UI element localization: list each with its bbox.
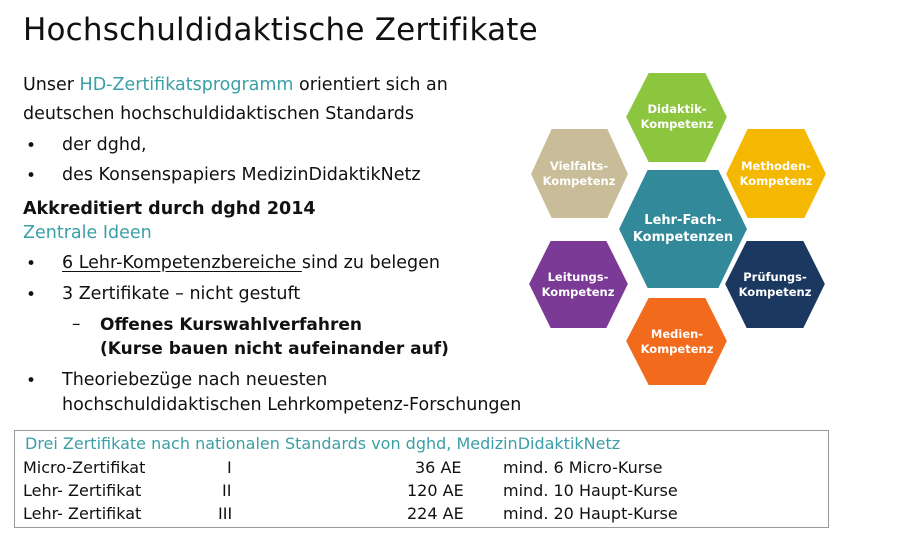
label-didaktik-kompetenz: Didaktik-Kompetenz bbox=[641, 102, 714, 132]
label-line: Kompetenzen bbox=[632, 230, 734, 245]
table-row: Lehr- Zertifikat III 224 AE mind. 20 Hau… bbox=[15, 504, 828, 526]
sub-item-open-selection-note: (Kurse bauen nicht aufeinander auf) bbox=[100, 339, 449, 359]
certificate-name: Micro-Zertifikat bbox=[23, 458, 146, 477]
bullet-icon: • bbox=[26, 254, 37, 274]
certificate-hours: 224 AE bbox=[407, 504, 464, 523]
label-line: Prüfungs- bbox=[743, 270, 807, 284]
label-lehr-fach-kompetenzen: Lehr-Fach- Kompetenzen bbox=[633, 212, 733, 246]
bullet-icon: • bbox=[26, 166, 37, 186]
label-line: Vielfalts- bbox=[549, 159, 609, 173]
label-line: Leitungs- bbox=[547, 270, 609, 284]
label-line: Kompetenz bbox=[738, 285, 812, 299]
certificate-hours: 36 AE bbox=[415, 458, 462, 477]
certificate-minimum: mind. 6 Micro-Kurse bbox=[503, 458, 663, 477]
label-medien-kompetenz: Medien-Kompetenz bbox=[641, 327, 714, 357]
competence-areas-rest: sind zu belegen bbox=[301, 253, 440, 273]
sub-item-open-selection: Offenes Kurswahlverfahren bbox=[100, 315, 362, 335]
idea-item-theory-line-2: hochschuldidaktischen Lehrkompetenz-Fors… bbox=[62, 395, 522, 415]
label-line: Lehr-Fach- bbox=[644, 213, 722, 228]
label-methoden-kompetenz: Methoden-Kompetenz bbox=[740, 159, 813, 189]
idea-item-certificates: 3 Zertifikate – nicht gestuft bbox=[62, 284, 301, 304]
label-vielfalts-kompetenz: Vielfalts-Kompetenz bbox=[543, 159, 616, 189]
hex-lehr-fach-kompetenzen bbox=[616, 168, 750, 290]
ideas-heading: Zentrale Ideen bbox=[23, 223, 152, 243]
page-title: Hochschuldidaktische Zertifikate bbox=[23, 12, 538, 48]
intro-line-2: deutschen hochschuldidaktischen Standard… bbox=[23, 104, 415, 124]
program-link[interactable]: HD-Zertifikatsprogramm bbox=[79, 75, 294, 95]
hex-medien-kompetenz bbox=[623, 296, 730, 387]
intro-suffix: orientiert sich an bbox=[293, 75, 448, 95]
hex-didaktik-kompetenz bbox=[623, 71, 730, 164]
standard-item-dghd: der dghd, bbox=[62, 135, 147, 155]
certificate-table-heading: Drei Zertifikate nach nationalen Standar… bbox=[25, 434, 621, 453]
table-row: Micro-Zertifikat I 36 AE mind. 6 Micro-K… bbox=[15, 458, 828, 480]
label-line: Kompetenz bbox=[640, 342, 714, 356]
bullet-icon: • bbox=[26, 285, 37, 305]
certificate-level: I bbox=[227, 458, 232, 477]
certificate-hours: 120 AE bbox=[407, 481, 464, 500]
intro-line-1: Unser HD-Zertifikatsprogramm orientiert … bbox=[23, 72, 448, 98]
label-pruefungs-kompetenz: Prüfungs-Kompetenz bbox=[739, 270, 812, 300]
hex-leitungs-kompetenz bbox=[526, 239, 631, 330]
bullet-icon: • bbox=[26, 136, 37, 156]
competence-areas-underlined: 6 Lehr-Kompetenzbereiche bbox=[62, 253, 302, 273]
certificate-name: Lehr- Zertifikat bbox=[23, 504, 142, 523]
accreditation-note: Akkreditiert durch dghd 2014 bbox=[23, 199, 316, 219]
bullet-icon: • bbox=[26, 371, 37, 391]
label-line: Didaktik- bbox=[647, 102, 707, 116]
certificate-level: III bbox=[218, 504, 233, 523]
label-line: Kompetenz bbox=[542, 174, 616, 188]
certificate-minimum: mind. 10 Haupt-Kurse bbox=[503, 481, 678, 500]
certificate-table: Drei Zertifikate nach nationalen Standar… bbox=[14, 430, 829, 528]
intro-prefix: Unser bbox=[23, 75, 80, 95]
table-row: Lehr- Zertifikat II 120 AE mind. 10 Haup… bbox=[15, 481, 828, 503]
label-line: Methoden- bbox=[741, 159, 811, 173]
certificate-minimum: mind. 20 Haupt-Kurse bbox=[503, 504, 678, 523]
dash-icon: – bbox=[72, 314, 81, 334]
label-leitungs-kompetenz: Leitungs-Kompetenz bbox=[542, 270, 615, 300]
label-line: Medien- bbox=[650, 327, 704, 341]
hex-methoden-kompetenz bbox=[723, 127, 829, 220]
idea-item-competence-areas: 6 Lehr-Kompetenzbereiche sind zu belegen bbox=[62, 253, 440, 273]
label-line: Kompetenz bbox=[541, 285, 615, 299]
certificate-level: II bbox=[222, 481, 232, 500]
idea-item-theory-line-1: Theoriebezüge nach neuesten bbox=[62, 370, 328, 390]
label-line: Kompetenz bbox=[739, 174, 813, 188]
standard-item-medizindidaktiknetz: des Konsenspapiers MedizinDidaktikNetz bbox=[62, 165, 421, 185]
certificate-name: Lehr- Zertifikat bbox=[23, 481, 142, 500]
label-line: Kompetenz bbox=[640, 117, 714, 131]
hex-vielfalts-kompetenz bbox=[528, 127, 631, 220]
hex-pruefungs-kompetenz bbox=[722, 239, 828, 330]
